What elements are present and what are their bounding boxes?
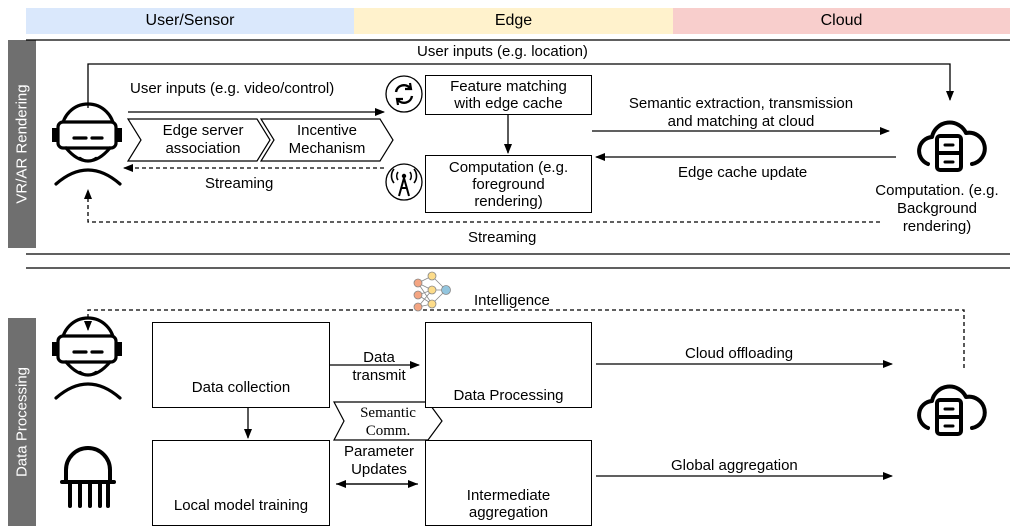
local-model-training-box: Local model training [152, 440, 330, 526]
arrow-streaming-cloud [84, 189, 880, 223]
label-semantic-comm-1: Semantic [360, 405, 416, 421]
label-semantic-comm-2: Comm. [365, 423, 411, 439]
neural-network-icon [413, 271, 451, 312]
data-processing-box: Data Processing [425, 322, 592, 408]
chevron-incentive-mechanism [259, 118, 394, 162]
feature-matching-line2: with edge cache [454, 95, 563, 112]
intermediate-aggregation-box: Intermediate aggregation [425, 440, 592, 526]
label-data-transmit-1: Data [363, 349, 395, 366]
label-semantic-extraction-1: Semantic extraction, transmission [628, 95, 854, 112]
chevron-edge-server-association [126, 118, 271, 162]
cloud-server-icon-2 [917, 384, 987, 436]
computation-edge-line1: Computation (e.g. [448, 159, 569, 176]
header-edge: Edge [354, 8, 673, 34]
label-user-inputs-video: User inputs (e.g. video/control) [130, 80, 335, 97]
computation-edge-line2: foreground [472, 176, 545, 193]
label-computation-cloud-3: rendering) [902, 218, 972, 235]
vr-headset-user-icon-2 [52, 316, 122, 400]
chevron-1-line2: association [165, 140, 241, 157]
intermediate-aggregation-line2: aggregation [468, 504, 549, 521]
label-intelligence: Intelligence [474, 292, 550, 309]
feature-matching-box: Feature matching with edge cache [425, 75, 592, 115]
label-streaming-2: Streaming [468, 229, 537, 246]
data-processing-label: Data Processing [453, 387, 564, 404]
arrow-user-inputs-location [87, 63, 954, 108]
label-computation-cloud-1: Computation. (e.g. [875, 182, 999, 199]
computation-edge-line3: rendering) [474, 193, 543, 210]
label-data-transmit-2: transmit [352, 367, 406, 384]
chevron-2-line1: Incentive [296, 122, 358, 139]
header-user-sensor: User/Sensor [26, 8, 354, 34]
label-global-aggregation: Global aggregation [671, 457, 798, 474]
cloud-server-icon [917, 120, 987, 172]
header-cloud: Cloud [673, 8, 1010, 34]
sensor-icon [60, 446, 116, 508]
data-collection-box: Data collection [152, 322, 330, 408]
data-collection-label: Data collection [191, 379, 291, 396]
chevron-1-line1: Edge server [162, 122, 244, 139]
label-computation-cloud-2: Background [896, 200, 978, 217]
intermediate-aggregation-line1: Intermediate [466, 487, 551, 504]
chevron-2-line2: Mechanism [288, 140, 366, 157]
label-parameter-updates-1: Parameter [343, 443, 415, 460]
feature-matching-line1: Feature matching [450, 78, 567, 95]
vr-headset-user-icon [52, 102, 122, 186]
label-parameter-updates-2: Updates [351, 461, 407, 478]
arrow-intelligence [84, 309, 965, 368]
label-edge-cache-update: Edge cache update [678, 164, 808, 181]
sidebar-vr-ar-rendering: VR/AR Rendering [8, 40, 36, 248]
antenna-tower-icon [385, 163, 423, 201]
label-cloud-offloading: Cloud offloading [685, 345, 794, 362]
label-streaming-1: Streaming [205, 175, 274, 192]
sync-icon [385, 75, 423, 113]
label-semantic-extraction-2: and matching at cloud [667, 113, 815, 130]
vr-section-frame [26, 39, 1010, 255]
label-user-inputs-location: User inputs (e.g. location) [417, 43, 588, 60]
computation-edge-box: Computation (e.g. foreground rendering) [425, 155, 592, 213]
sidebar-data-processing: Data Processing [8, 318, 36, 526]
local-model-training-label: Local model training [173, 497, 309, 514]
